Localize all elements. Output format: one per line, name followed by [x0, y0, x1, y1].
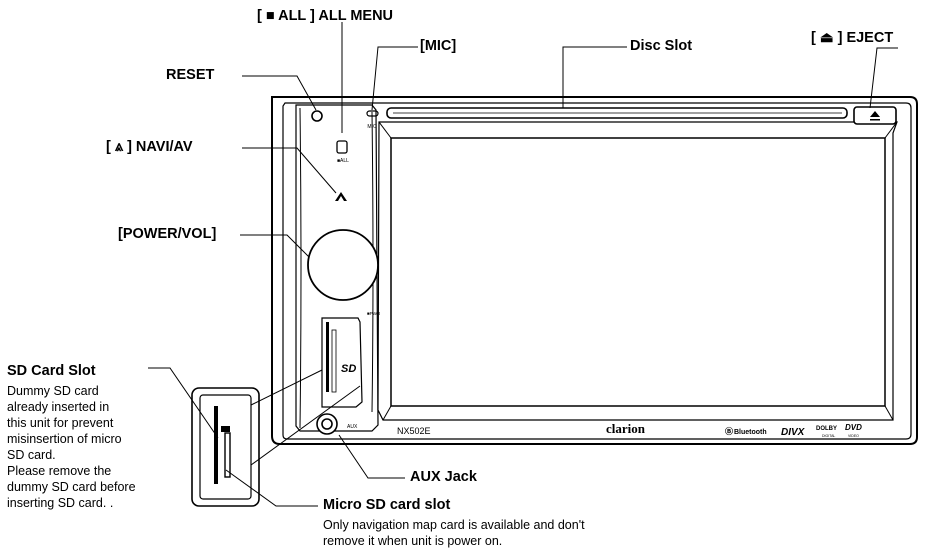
reset-label: RESET: [166, 67, 215, 83]
description-line: this unit for prevent: [7, 416, 114, 430]
bluetooth-icon: Ⓑ: [725, 426, 733, 436]
description-line: remove it when unit is power on.: [323, 534, 503, 548]
description-line: Only navigation map card is available an…: [323, 518, 585, 532]
eject-label: [ ⏏ ] EJECT: [811, 30, 894, 46]
description-line: misinsertion of micro: [7, 432, 122, 446]
aux-jack-label: AUX Jack: [410, 469, 477, 485]
screen-bezel: [377, 121, 898, 421]
model-name: NX502E: [397, 426, 431, 436]
dvd-sub-logo: VIDEO: [848, 434, 859, 438]
sd-card-slot[interactable]: [321, 317, 363, 408]
bluetooth-logo: Bluetooth: [734, 429, 767, 436]
mic-label: [MIC]: [420, 38, 457, 54]
all-menu-label: [ ■ ALL ] ALL MENU: [257, 8, 394, 24]
micro-sd-description: Only navigation map card is available an…: [323, 517, 585, 549]
all-marking: ■ALL: [337, 158, 349, 164]
description-line: already inserted in: [7, 400, 110, 414]
mic-hole: [366, 110, 379, 117]
unit-outer-frame: [271, 96, 918, 445]
sd-card-slot-label: SD Card Slot: [7, 363, 96, 379]
dolby-logo: DOLBY: [816, 426, 837, 432]
power-vol-label: [POWER/VOL]: [118, 226, 217, 242]
divx-logo: DIVX: [781, 427, 806, 438]
navi-av-button[interactable]: [335, 192, 347, 201]
description-line: SD card.: [7, 448, 56, 462]
description-line: Dummy SD card: [7, 384, 99, 398]
description-line: dummy SD card before: [7, 480, 136, 494]
disc-slot-label: Disc Slot: [630, 38, 693, 54]
power-marking: ■PWR: [367, 311, 381, 316]
eject-icon: [870, 111, 880, 121]
description-line: inserting SD card. .: [7, 496, 114, 510]
disc-slot: [386, 107, 848, 119]
aux-marking: AUX: [347, 424, 358, 430]
description-line: Please remove the: [7, 464, 112, 478]
dvd-logo: DVD: [845, 423, 862, 432]
brand-logo: clarion: [606, 421, 646, 436]
power-vol-knob[interactable]: [307, 229, 379, 301]
dolby-sub-logo: DIGITAL: [822, 434, 835, 438]
screen-display: [390, 137, 886, 407]
micro-sd-slot-label: Micro SD card slot: [323, 497, 451, 513]
sd-logo: SD: [341, 363, 356, 375]
navi-av-label: [ ⩓ ] NAVI/AV: [106, 139, 193, 155]
sd-card-description: Dummy SD card already inserted in this u…: [7, 383, 136, 511]
mic-marking: MIC: [367, 124, 377, 130]
leader-lines: [148, 22, 898, 507]
all-menu-button[interactable]: [336, 140, 348, 154]
reset-button[interactable]: [311, 110, 323, 122]
unit-inner-frame: [282, 102, 912, 440]
